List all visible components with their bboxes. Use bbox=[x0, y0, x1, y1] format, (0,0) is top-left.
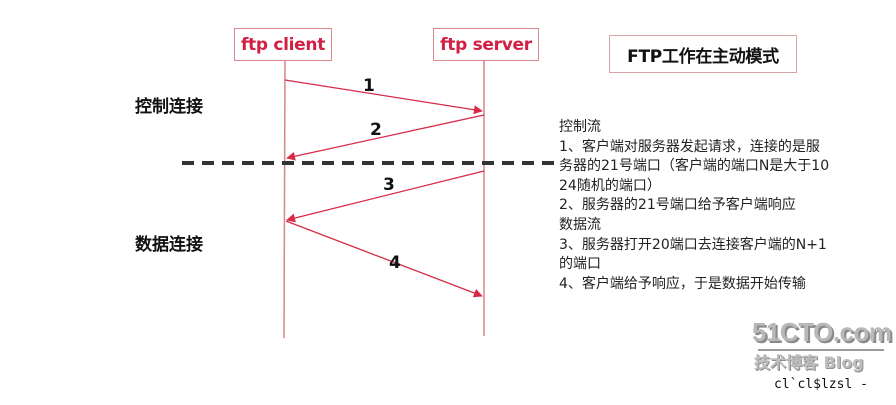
arrow-step-2 bbox=[286, 114, 485, 161]
note-line: 1、客户端对服务器发起请求，连接的是服 bbox=[559, 138, 820, 155]
note-line: 24随机的端口） bbox=[559, 177, 661, 194]
ftp-server-box: ftp server bbox=[433, 28, 539, 61]
diagram-title: FTP工作在主动模式 bbox=[627, 46, 779, 67]
step-label-1: 1 bbox=[363, 76, 375, 96]
ftp-client-label: ftp client bbox=[240, 34, 326, 55]
arrow-step-4 bbox=[285, 220, 483, 298]
explanation-notes: 控制流 1、客户端对服务器发起请求，连接的是服 务器的21号端口（客户端的端口N… bbox=[559, 118, 889, 294]
note-line: 的端口 bbox=[559, 256, 601, 273]
note-line: 2、服务器的21号端口给予客户端响应 bbox=[559, 197, 796, 214]
arrow-step-3 bbox=[286, 170, 485, 223]
ftp-server-label: ftp server bbox=[440, 34, 532, 55]
watermark-divider bbox=[758, 349, 884, 351]
step-label-4: 4 bbox=[389, 253, 401, 273]
watermark-code: cl`cl$lzsl - bbox=[774, 377, 868, 392]
note-line: 4、客户端给予响应，于是数据开始传输 bbox=[559, 275, 806, 292]
data-connection-label: 数据连接 bbox=[135, 235, 203, 255]
client-lifeline bbox=[283, 58, 286, 339]
arrow-step-1 bbox=[284, 79, 483, 115]
diagram-title-box: FTP工作在主动模式 bbox=[609, 35, 797, 73]
note-line: 务器的21号端口（客户端的端口N是大于10 bbox=[559, 158, 830, 175]
notes-heading-data: 数据流 bbox=[559, 216, 601, 233]
notes-heading-control: 控制流 bbox=[559, 119, 601, 135]
watermark: 51CTO.com 技术博客 Blog cl`cl$lzsl - bbox=[752, 318, 896, 405]
watermark-subtitle: 技术博客 Blog bbox=[754, 353, 864, 372]
note-line: 3、服务器打开20端口去连接客户端的N+1 bbox=[559, 236, 827, 253]
watermark-logo: 51CTO.com bbox=[752, 317, 892, 347]
control-connection-label: 控制连接 bbox=[135, 97, 203, 117]
step-label-3: 3 bbox=[383, 175, 395, 195]
ftp-client-box: ftp client bbox=[234, 28, 332, 61]
step-label-2: 2 bbox=[370, 120, 382, 140]
